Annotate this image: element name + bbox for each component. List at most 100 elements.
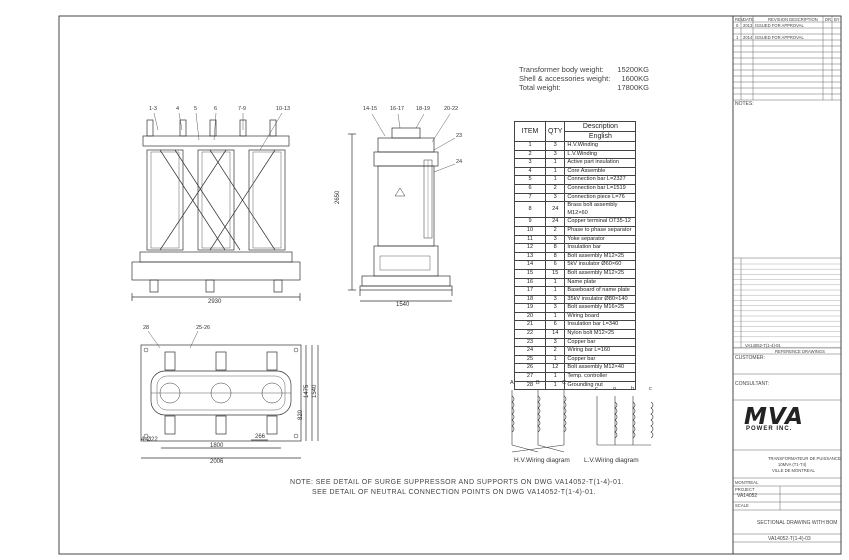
title-block-grid xyxy=(733,16,841,543)
rev-row-date: 2014 xyxy=(743,35,753,40)
hv-terminal-label: C xyxy=(562,380,566,386)
bom-description: Copper bar xyxy=(564,337,637,348)
bom-qty: 1 xyxy=(544,175,566,185)
bom-qty: 3 xyxy=(544,337,566,348)
bom-qty: 8 xyxy=(544,243,566,253)
rev-row-date: 2013 xyxy=(743,23,753,28)
top-dim-1800: 1800 xyxy=(210,443,224,449)
project-line: 10MVA (T1-T4) xyxy=(778,462,807,467)
bom-qty: 2 xyxy=(544,346,566,356)
side-view xyxy=(348,113,456,302)
hv-terminal-label: B xyxy=(536,380,540,386)
lv-terminal-label: c xyxy=(649,386,652,392)
bom-item-no: 5 xyxy=(514,175,546,185)
consultant-label: CONSULTANT: xyxy=(735,381,769,387)
lv-terminal-label: o xyxy=(613,386,617,392)
bom-item-no: 25 xyxy=(514,354,546,365)
lv-wiring-diagram xyxy=(596,396,654,446)
bom-qty: 6 xyxy=(544,320,566,331)
bom-item-no: 9 xyxy=(514,217,546,227)
leader-label: 6 xyxy=(214,106,218,112)
bom-description: Active part insulation xyxy=(564,158,637,168)
bom-header-item: ITEM xyxy=(514,121,546,142)
bom-item-no: 22 xyxy=(514,329,546,339)
bom-qty: 3 xyxy=(544,141,566,151)
bom-description: Connection bar L=1519 xyxy=(564,183,637,194)
weight-value: 17800KG xyxy=(617,83,649,92)
weight-label: Total weight: xyxy=(519,83,561,92)
bom-qty: 1 xyxy=(544,277,566,288)
bom-description: 5kV insulator Ø60×60 xyxy=(564,260,637,270)
weight-row: Shell & accessories weight:1600KG xyxy=(519,74,649,83)
leader-label: 1-3 xyxy=(149,106,157,112)
project-line: TRANSFORMATEUR DE PUISSANCE xyxy=(768,456,841,461)
bom-description: Nylon bolt M12×25 xyxy=(564,329,637,339)
bom-header-desc-lang: English xyxy=(564,131,637,142)
bom-qty: 1 xyxy=(544,311,566,322)
bom-qty: 3 xyxy=(544,234,566,245)
rev-row-desc: ISSUED FOR APPROVAL xyxy=(755,35,804,40)
bom-qty: 24 xyxy=(544,201,566,219)
top-dim-820: 820 xyxy=(298,409,304,420)
reference-label: REFERENCE DRAWINGS xyxy=(775,349,825,354)
lv-terminal-label: c xyxy=(595,386,598,392)
customer-label: CUSTOMER: xyxy=(735,355,765,361)
side-height-dim: 2650 xyxy=(335,190,341,204)
bom-item-no: 2 xyxy=(514,149,546,160)
bom-item-no: 13 xyxy=(514,251,546,262)
bom-item-no: 3 xyxy=(514,158,546,168)
leader-label: 7-9 xyxy=(238,106,246,112)
bom-description: Bolt assembly M12×25 xyxy=(564,251,637,262)
bom-description: Baseboard of name plate xyxy=(564,286,637,296)
bom-item-no: 12 xyxy=(514,243,546,253)
top-dim-2006: 2006 xyxy=(210,459,224,465)
bom-qty: 24 xyxy=(544,217,566,227)
weight-row: Transformer body weight:15200KG xyxy=(519,65,649,74)
bom-item-no: 6 xyxy=(514,183,546,194)
bom-item-no: 15 xyxy=(514,268,546,279)
bom-header-qty: QTY xyxy=(544,121,566,142)
bom-qty: 1 xyxy=(544,354,566,365)
bom-qty: 1 xyxy=(544,380,566,391)
leader-label: 25-26 xyxy=(196,325,211,331)
bom-qty: 1 xyxy=(544,286,566,296)
reference-rows xyxy=(733,263,841,348)
bom-item-no: 23 xyxy=(514,337,546,348)
bom-item-no: 1 xyxy=(514,141,546,151)
weight-row: Total weight: 17800KG xyxy=(519,83,649,92)
bom-item-no: 21 xyxy=(514,320,546,331)
leader-label: 5 xyxy=(194,106,198,112)
bom-qty: 1 xyxy=(544,166,566,177)
bom-description: Core Assemble xyxy=(564,166,637,177)
rev-header-date: DATE xyxy=(743,17,754,22)
bom-item-no: 26 xyxy=(514,363,546,374)
bom-description: Temp. controller xyxy=(564,372,637,382)
bom-item-no: 28 xyxy=(514,380,546,391)
bom-description: L.V.Winding xyxy=(564,149,637,160)
bom-subheader-row: English xyxy=(515,131,637,142)
company-logo-sub: POWER INC. xyxy=(746,426,793,432)
side-width-dim: 1540 xyxy=(396,302,410,308)
bom-description: Phase to phase separator xyxy=(564,225,637,236)
sheet-border xyxy=(58,15,842,555)
leader-label: 4 xyxy=(176,106,180,112)
bom-description: Bolt assembly M12×40 xyxy=(564,363,637,374)
bom-description: Insulation bar xyxy=(564,243,637,253)
